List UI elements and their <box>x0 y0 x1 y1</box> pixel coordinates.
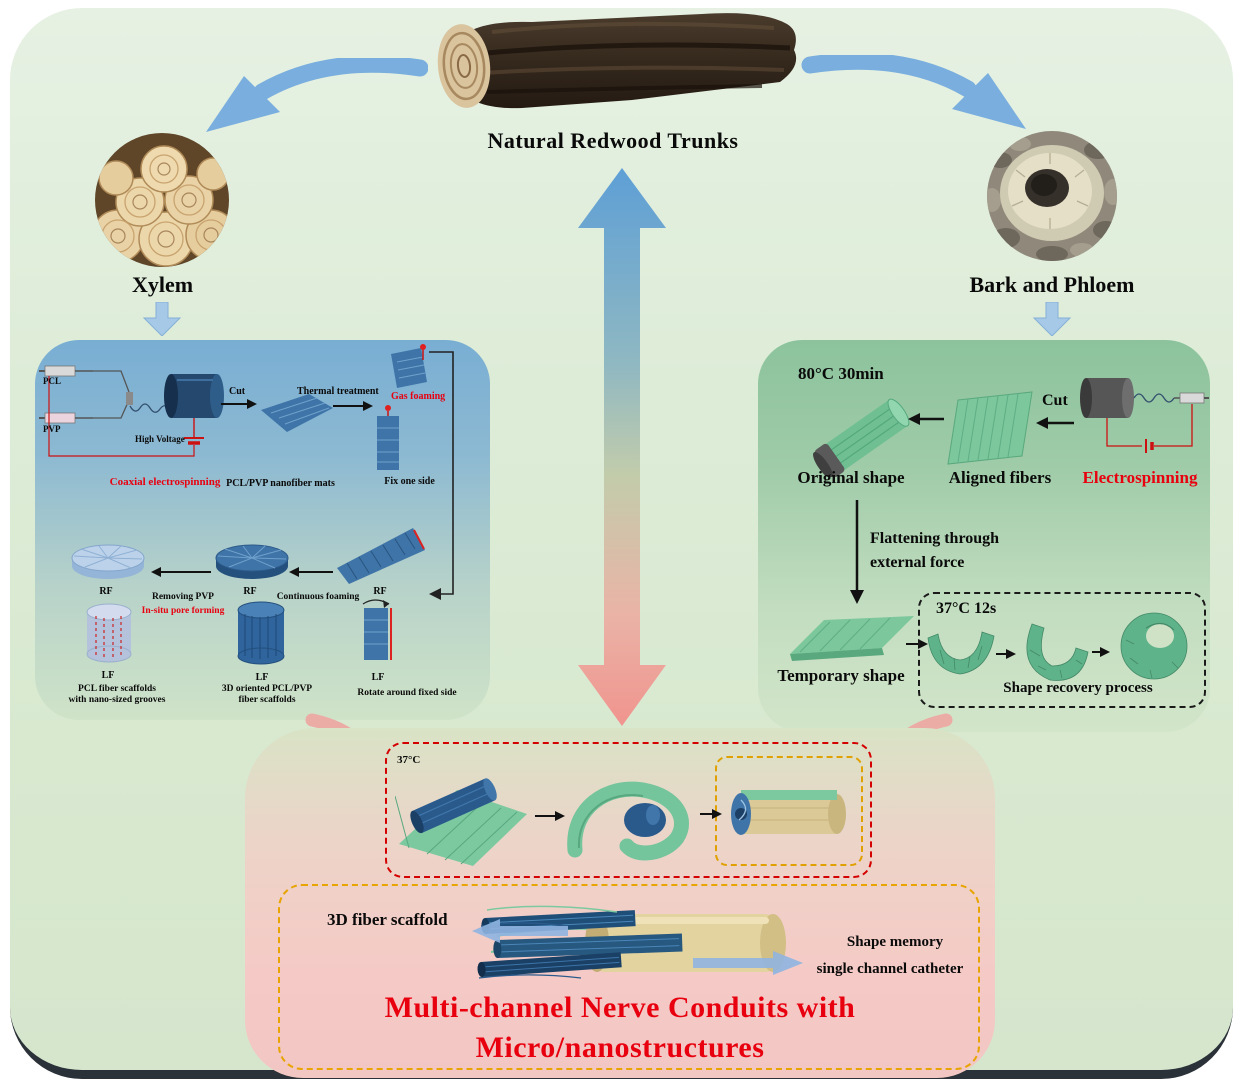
rf-disc-porous-illustration <box>71 544 145 579</box>
oriented-scaffold-caption-line2: fiber scaffolds <box>238 695 296 706</box>
redwood-log-illustration <box>437 13 797 109</box>
center-double-arrow <box>578 168 666 726</box>
aligned-fibers-illustration <box>947 391 1033 465</box>
coaxial-electrospinning-rig <box>39 365 224 457</box>
pcl-scaffold-caption-line2: with nano-sized grooves <box>68 695 166 706</box>
scaffold-pointer-arrow <box>472 919 568 943</box>
in-situ-pore-label: In-situ pore forming <box>141 606 225 616</box>
recovery-stage3-illustration <box>1120 612 1188 680</box>
rf-disc-illustration <box>215 544 289 579</box>
coaxial-electrospinning-label: Coaxial electrospinning <box>109 476 221 488</box>
rf-label-1: RF <box>99 586 113 597</box>
xylem-photo <box>95 133 229 267</box>
rf-label-2: RF <box>243 586 257 597</box>
curved-arrow-left <box>206 58 428 132</box>
rolling-arrow2-icon <box>700 809 722 819</box>
cut-label: Cut <box>229 386 246 397</box>
shape-recovery-label: Shape recovery process <box>1003 680 1153 696</box>
recovery-stage2-illustration <box>1026 623 1089 681</box>
multichannel-conduit-illustration <box>477 905 786 979</box>
pcl-scaffold-caption-line1: PCL fiber scaffolds <box>78 684 156 694</box>
oriented-scaffold-caption-line1: 3D oriented PCL/PVP <box>221 684 313 694</box>
lf-label-1: LF <box>101 670 115 681</box>
bark-phloem-photo <box>987 131 1117 261</box>
flattening-label-line2: external force <box>870 554 965 571</box>
electrospinning-rig <box>1080 378 1209 453</box>
rf-label-3: RF <box>373 586 387 597</box>
xylem-label: Xylem <box>131 272 194 297</box>
rotate-fixed-side-label: Rotate around fixed side <box>357 688 457 698</box>
continuous-foaming-label: Continuous foaming <box>276 592 360 602</box>
recovery-temp-label: 37°C 12s <box>936 600 997 617</box>
shape-memory-label-line1: Shape memory <box>846 934 944 950</box>
arrow-removing-pvp-icon <box>151 567 211 577</box>
original-shape-illustration <box>813 398 910 477</box>
original-shape-label: Original shape <box>797 468 905 487</box>
process-connector-line <box>429 351 454 600</box>
lf-label-2: LF <box>255 672 269 683</box>
rolling-stage1-illustration <box>395 778 527 866</box>
arrow-cut-icon <box>221 399 257 409</box>
shape-memory-label-line2: single channel catheter <box>816 961 964 977</box>
fixed-mat-illustration <box>377 405 399 470</box>
temporary-shape-label: Temporary shape <box>777 666 905 685</box>
high-voltage-label: High Voltage <box>135 434 185 444</box>
electrospinning-label: Electrospinning <box>1082 468 1198 487</box>
pcl-label: PCL <box>43 376 61 386</box>
pvp-label: PVP <box>43 424 61 434</box>
down-arrow-right-icon <box>1032 302 1072 336</box>
curved-arrow-right <box>801 55 1026 129</box>
shape-recovery-box <box>918 592 1206 708</box>
temporary-shape-illustration <box>790 616 914 661</box>
fix-one-side-label: Fix one side <box>384 476 435 487</box>
heat-condition-label: 80°C 30min <box>798 364 884 383</box>
flattening-label-line1: Flattening through <box>870 530 1000 547</box>
lf-rotating-mat-illustration <box>362 599 392 660</box>
recovery-arrow1-icon <box>996 649 1016 659</box>
cut-label-right: Cut <box>1042 392 1068 409</box>
rolling-arrow1-icon <box>535 811 565 821</box>
final-conduit-box <box>278 884 980 1070</box>
down-arrow-left-icon <box>142 302 182 336</box>
arrow-to-original-icon <box>908 413 944 425</box>
recovery-stage1-illustration <box>927 631 995 675</box>
rolling-stage3-illustration <box>731 790 846 835</box>
lf-grooved-scaffold-illustration <box>86 603 132 663</box>
nerve-conduit-panel: 37°C <box>245 728 995 1078</box>
removing-pvp-label: Removing PVP <box>151 592 214 602</box>
lf-label-3: LF <box>371 672 385 683</box>
arrow-thermal-icon <box>333 401 373 411</box>
figure-title: Natural Redwood Trunks <box>487 128 739 153</box>
thermal-treatment-label: Thermal treatment <box>297 386 379 397</box>
lf-oriented-scaffold-illustration <box>237 601 285 665</box>
nanofiber-mat-illustration <box>261 394 333 432</box>
rolling-stage2-illustration <box>567 781 689 861</box>
catheter-pointer-arrow <box>693 951 803 975</box>
fiber-scaffold-label: 3D fiber scaffold <box>327 910 448 929</box>
bark-label: Bark and Phloem <box>969 272 1135 297</box>
arrow-cut-right-icon <box>1036 417 1074 429</box>
rolling-sequence-box <box>385 742 872 878</box>
conduit-title-line1: Multi-channel Nerve Conduits with <box>384 991 856 1024</box>
xylem-process-panel: PCL PVP High Voltage Coaxial electrospin… <box>35 340 490 720</box>
gas-foaming-label: Gas foaming <box>391 391 446 402</box>
arrow-continuous-foaming-icon <box>289 567 333 577</box>
arrow-into-recovery-icon <box>906 639 928 649</box>
arrow-flattening-icon <box>850 500 864 604</box>
nanofiber-mats-label: PCL/PVP nanofiber mats <box>226 478 335 489</box>
conduit-title-line2: Micro/nanostructures <box>475 1031 765 1064</box>
bark-process-panel: 80°C 30min Cut <box>758 340 1210 732</box>
pinned-mat-illustration <box>391 344 427 388</box>
rolling-temp-label: 37°C <box>397 754 421 766</box>
aligned-fibers-label: Aligned fibers <box>948 468 1052 487</box>
recovery-arrow2-icon <box>1092 647 1110 657</box>
rf-fan-illustration <box>337 528 425 584</box>
